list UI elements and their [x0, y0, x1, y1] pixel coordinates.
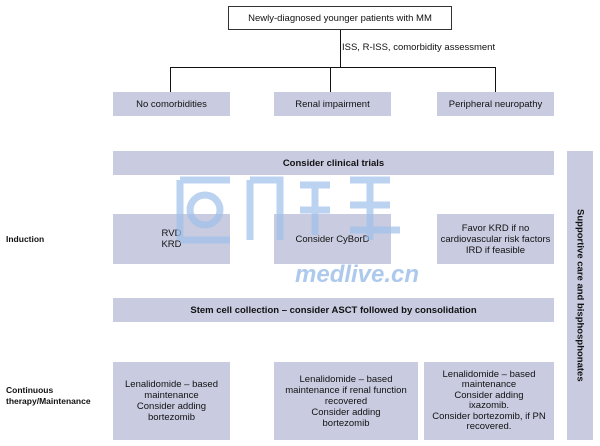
row-label-induction: Induction [6, 234, 45, 244]
connector-center-vertical [330, 67, 332, 92]
stem-cell-bar: Stem cell collection – consider ASCT fol… [113, 298, 554, 322]
row-label-continuous-therapy: Continuous therapy/Maintenance [6, 385, 91, 406]
category-peripheral-neuropathy: Peripheral neuropathy [437, 92, 554, 116]
connector-left-vertical [170, 67, 172, 92]
induction-text: RVD KRD [161, 228, 182, 250]
connector-right-vertical [495, 67, 497, 92]
maintenance-text: Lenalidomide – based maintenance Conside… [432, 368, 546, 432]
clinical-trials-text: Consider clinical trials [282, 157, 385, 169]
induction-peripheral-neuropathy: Favor KRD if no cardiovascular risk fact… [437, 214, 554, 264]
induction-text: Favor KRD if no cardiovascular risk fact… [440, 222, 551, 256]
induction-renal-impairment: Consider CyBorD [274, 214, 391, 264]
maintenance-peripheral-neuropathy: Lenalidomide – based maintenance Conside… [424, 362, 554, 440]
assessment-text: ISS, R-ISS, comorbidity assessment [342, 41, 496, 53]
maintenance-text: Lenalidomide – based maintenance if rena… [285, 373, 407, 429]
top-box-text: Newly-diagnosed younger patients with MM [248, 12, 432, 24]
category-label: No comorbidities [136, 98, 207, 110]
watermark-text: medlive.cn [295, 261, 419, 288]
top-box: Newly-diagnosed younger patients with MM [228, 6, 452, 30]
category-label: Renal impairment [295, 98, 370, 110]
stem-cell-text: Stem cell collection – consider ASCT fol… [190, 304, 477, 316]
connector-top-vertical [340, 30, 342, 68]
side-panel-supportive-care: Supportive care and bisphosphonates [567, 151, 593, 440]
side-panel-text: Supportive care and bisphosphonates [574, 209, 586, 382]
maintenance-text: Lenalidomide – based maintenance Conside… [125, 379, 218, 423]
induction-no-comorbidities: RVD KRD [113, 214, 230, 264]
maintenance-no-comorbidities: Lenalidomide – based maintenance Conside… [113, 362, 230, 440]
maintenance-renal-impairment: Lenalidomide – based maintenance if rena… [274, 362, 418, 440]
category-renal-impairment: Renal impairment [274, 92, 391, 116]
assessment-label: ISS, R-ISS, comorbidity assessment [340, 40, 510, 54]
induction-text: Consider CyBorD [295, 233, 370, 245]
connector-horizontal [170, 67, 496, 69]
clinical-trials-bar: Consider clinical trials [113, 151, 554, 175]
category-no-comorbidities: No comorbidities [113, 92, 230, 116]
category-label: Peripheral neuropathy [448, 98, 543, 110]
